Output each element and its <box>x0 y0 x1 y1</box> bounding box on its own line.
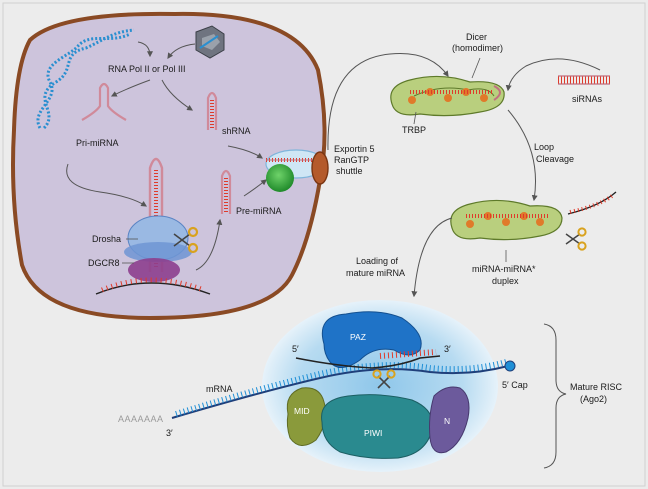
arrow-loading <box>411 217 453 298</box>
leader-trbp <box>413 111 417 125</box>
label-sirnas: siRNAs <box>572 94 603 104</box>
label-loading-2: mature miRNA <box>346 268 405 278</box>
cleaved-loop-fragment <box>567 191 617 215</box>
arrow-pre-to-exportin <box>243 179 267 197</box>
label-exportin-2: RanGTP <box>334 155 369 165</box>
label-rna-pol: RNA Pol II or Pol III <box>108 64 186 74</box>
label-dicer-1: Dicer <box>466 32 487 42</box>
arrow-loop-cleavage <box>507 109 538 202</box>
arrow-sirnas-to-dicer <box>505 58 601 92</box>
arrow-pol-to-pri <box>110 79 151 97</box>
label-risc-2: (Ago2) <box>580 394 607 404</box>
label-pri-mirna: Pri-miRNA <box>76 138 119 148</box>
pre-mirna-hairpin <box>220 169 232 214</box>
cleaved-loop-ticks <box>569 194 614 214</box>
n-domain <box>429 386 470 454</box>
label-drosha: Drosha <box>92 234 121 244</box>
label-dgcr8: DGCR8 <box>88 258 120 268</box>
dicer-homodimer <box>390 75 505 117</box>
virus-particle <box>195 25 225 59</box>
dgcr8-protein <box>128 258 180 282</box>
dna-helix <box>36 28 135 130</box>
leader-dicer <box>471 57 481 79</box>
pri-mirna-flank-ticks <box>101 277 205 293</box>
label-cleavage: Cleavage <box>536 154 574 164</box>
arrow-dna-to-pol <box>137 41 153 58</box>
guide-strand-ticks <box>379 349 437 359</box>
risc-brace <box>543 323 567 469</box>
mrna-strand <box>171 365 509 419</box>
label-duplex-1: miRNA-miRNA* <box>472 264 536 274</box>
label-poly-a: AAAAAAA <box>118 414 164 424</box>
dicer-with-duplex <box>450 199 563 241</box>
scissors-drosha-icon <box>173 226 199 254</box>
label-mid: MID <box>294 406 310 416</box>
label-mrna: mRNA <box>206 384 233 394</box>
label-three-prime-bottom: 3′ <box>166 428 173 438</box>
piwi-domain <box>321 394 434 459</box>
sirnas-duplex <box>558 75 610 85</box>
label-shrna: shRNA <box>222 126 251 136</box>
label-cap: 5′ Cap <box>502 380 528 390</box>
label-n: N <box>444 416 450 426</box>
nuclear-pore <box>311 151 329 185</box>
label-piwi: PIWI <box>364 428 382 438</box>
label-loop: Loop <box>534 142 554 152</box>
label-duplex-2: duplex <box>492 276 519 286</box>
label-trbp: TRBP <box>402 125 426 135</box>
scissors-dicer-icon <box>565 227 587 251</box>
mrna-cap-icon <box>504 360 516 372</box>
label-risc-1: Mature RISC <box>570 382 623 392</box>
label-pre-mirna: Pre-miRNA <box>236 206 282 216</box>
pri-mirna-hairpin <box>81 82 127 121</box>
label-exportin-3: shuttle <box>336 166 363 176</box>
drosha-complex <box>124 215 192 282</box>
scissors-risc-icon <box>372 369 396 389</box>
arrow-pol-to-shrna <box>161 79 194 111</box>
label-loading-1: Loading of <box>356 256 399 266</box>
arrow-exportin-to-dicer <box>327 52 449 151</box>
exportin5-shuttle <box>265 149 327 192</box>
label-five-prime-top: 5′ <box>292 344 299 354</box>
nucleus <box>11 11 327 321</box>
label-three-prime-top: 3′ <box>444 344 451 354</box>
guide-strand <box>295 355 441 369</box>
arrow-drosha-to-pre <box>195 218 223 271</box>
label-dicer-2: (homodimer) <box>452 43 503 53</box>
arrow-shrna-to-exportin <box>227 145 263 159</box>
arrow-pri-to-drosha <box>66 163 148 207</box>
label-exportin-1: Exportin 5 <box>334 144 375 154</box>
shrna-hairpin <box>206 91 218 130</box>
arrow-virus-to-pol <box>167 43 196 59</box>
label-paz: PAZ <box>350 332 366 342</box>
